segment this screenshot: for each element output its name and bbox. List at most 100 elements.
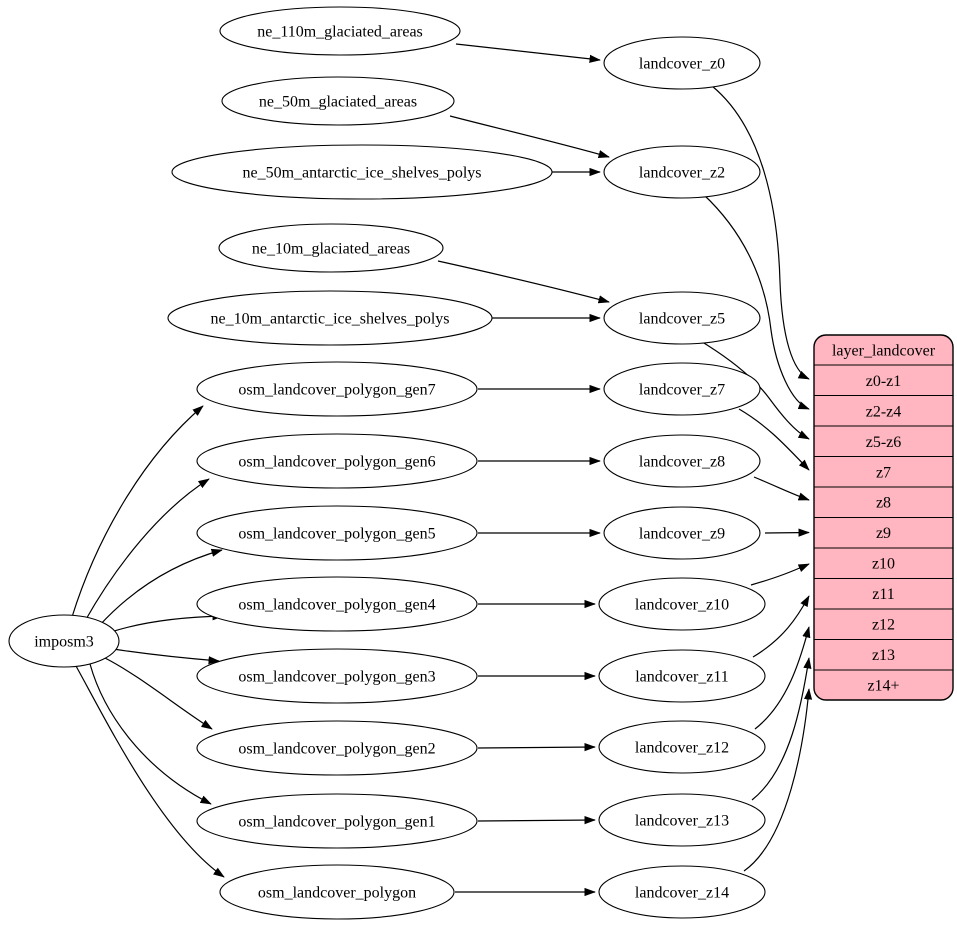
node-imposm3: imposm3 <box>8 614 120 668</box>
node-label: landcover_z10 <box>635 597 729 614</box>
edge-ne110m-z0 <box>455 43 601 63</box>
edge-imposm3-gen6 <box>84 478 210 622</box>
edge-gen1-z13 <box>477 815 596 825</box>
node-label: landcover_z5 <box>639 311 725 328</box>
node-landcover-z12: landcover_z12 <box>598 720 766 774</box>
node-ellipse <box>8 614 120 668</box>
table-row-z10: z10 <box>872 556 895 573</box>
edge-ne10m-glaciated-z5 <box>437 260 610 304</box>
node-landcover-z8: landcover_z8 <box>603 434 761 488</box>
edge-z12-row <box>754 626 811 730</box>
node-ellipse <box>603 291 761 345</box>
edges-view-to-table <box>698 85 813 872</box>
node-label: osm_landcover_polygon_gen3 <box>238 669 435 686</box>
node-ne-50m-glaciated-areas: ne_50m_glaciated_areas <box>221 76 455 126</box>
edge-imposm3-gen5 <box>98 548 223 627</box>
node-osm-landcover-polygon-gen2: osm_landcover_polygon_gen2 <box>196 720 478 776</box>
table-layer-landcover: layer_landcover z0-z1 z2-z4 z5-z6 z7 z8 … <box>813 334 954 701</box>
table-row-z0-z1: z0-z1 <box>866 373 902 390</box>
node-ellipse <box>196 576 478 632</box>
node-landcover-z5: landcover_z5 <box>603 291 761 345</box>
node-label: ne_50m_antarctic_ice_shelves_polys <box>242 165 481 182</box>
node-label: landcover_z11 <box>635 669 729 686</box>
edge-imposm3-gen3 <box>112 648 220 665</box>
node-label: landcover_z8 <box>639 454 725 471</box>
table-row-z7: z7 <box>876 465 891 482</box>
table-row-z2-z4: z2-z4 <box>866 404 902 421</box>
edge-z8-row <box>753 476 810 501</box>
node-landcover-z0: landcover_z0 <box>603 36 761 90</box>
node-landcover-z13: landcover_z13 <box>598 793 766 847</box>
table-row-z13: z13 <box>872 647 895 664</box>
node-osm-landcover-polygon-gen7: osm_landcover_polygon_gen7 <box>196 361 478 417</box>
edge-imposm3-gen1 <box>89 663 212 805</box>
node-ellipse <box>221 76 455 126</box>
node-ne-10m-glaciated-areas: ne_10m_glaciated_areas <box>218 223 444 273</box>
node-label: landcover_z2 <box>639 165 725 182</box>
table-row-z11: z11 <box>872 586 895 603</box>
edge-ne50m-glaciated-z2 <box>449 115 610 159</box>
edge-z5-row <box>698 339 810 440</box>
node-ellipse <box>196 433 478 489</box>
node-ellipse <box>196 793 478 849</box>
node-label: landcover_z7 <box>639 382 725 399</box>
node-label: osm_landcover_polygon_gen4 <box>238 597 435 614</box>
edge-z11-row <box>752 595 810 658</box>
node-osm-landcover-polygon-gen6: osm_landcover_polygon_gen6 <box>196 433 478 489</box>
node-ellipse <box>196 505 478 561</box>
node-ne-50m-antarctic-ice-shelves-polys: ne_50m_antarctic_ice_shelves_polys <box>171 144 553 200</box>
node-label: osm_landcover_polygon_gen2 <box>238 741 435 758</box>
node-osm-landcover-polygon-gen5: osm_landcover_polygon_gen5 <box>196 505 478 561</box>
node-label: landcover_z14 <box>635 885 729 902</box>
node-osm-landcover-polygon: osm_landcover_polygon <box>219 864 455 920</box>
node-ellipse <box>196 720 478 776</box>
node-label: osm_landcover_polygon_gen5 <box>238 526 435 543</box>
edge-z9-row <box>764 528 810 537</box>
table-row-z9: z9 <box>876 525 891 542</box>
edge-z7-row <box>738 408 810 471</box>
edge-z13-row <box>751 657 812 801</box>
node-landcover-z11: landcover_z11 <box>598 649 766 703</box>
node-osm-landcover-polygon-gen3: osm_landcover_polygon_gen3 <box>196 648 478 704</box>
node-ellipse <box>603 506 761 560</box>
node-landcover-z2: landcover_z2 <box>603 145 761 199</box>
node-ellipse <box>218 223 444 273</box>
node-label: ne_10m_glaciated_areas <box>252 241 410 258</box>
node-label: osm_landcover_polygon <box>258 885 416 902</box>
node-ellipse <box>598 793 766 847</box>
node-label: landcover_z0 <box>639 56 725 73</box>
edge-z14-row <box>743 688 813 872</box>
node-ellipse <box>603 145 761 199</box>
table-row-z12: z12 <box>872 617 895 634</box>
table-row-z5-z6: z5-z6 <box>866 434 902 451</box>
edge-z10-row <box>750 563 810 586</box>
node-ellipse <box>598 865 766 919</box>
node-ellipse <box>219 6 461 56</box>
edge-gen2-z12 <box>477 742 596 752</box>
edge-imposm3-gen4 <box>110 612 224 633</box>
table-title: layer_landcover <box>832 343 936 360</box>
node-ellipse <box>196 361 478 417</box>
node-landcover-z9: landcover_z9 <box>603 506 761 560</box>
node-ellipse <box>171 144 553 200</box>
node-ellipse <box>196 648 478 704</box>
node-label: imposm3 <box>34 634 94 651</box>
node-ellipse <box>167 290 493 346</box>
node-ellipse <box>603 434 761 488</box>
node-label: landcover_z13 <box>635 813 729 830</box>
node-label: landcover_z12 <box>635 740 729 757</box>
node-label: osm_landcover_polygon_gen1 <box>238 814 435 831</box>
node-label: ne_50m_glaciated_areas <box>259 94 417 111</box>
node-ellipse <box>603 36 761 90</box>
edge-imposm3-gen7 <box>71 405 204 618</box>
node-osm-landcover-polygon-gen4: osm_landcover_polygon_gen4 <box>196 576 478 632</box>
table-row-z8: z8 <box>876 495 891 512</box>
node-ellipse <box>598 577 766 631</box>
edges-source-to-view <box>437 43 610 897</box>
edge-z2-row <box>702 193 810 410</box>
node-landcover-z10: landcover_z10 <box>598 577 766 631</box>
edge-z0-row <box>711 85 810 380</box>
node-ellipse <box>598 720 766 774</box>
node-osm-landcover-polygon-gen1: osm_landcover_polygon_gen1 <box>196 793 478 849</box>
